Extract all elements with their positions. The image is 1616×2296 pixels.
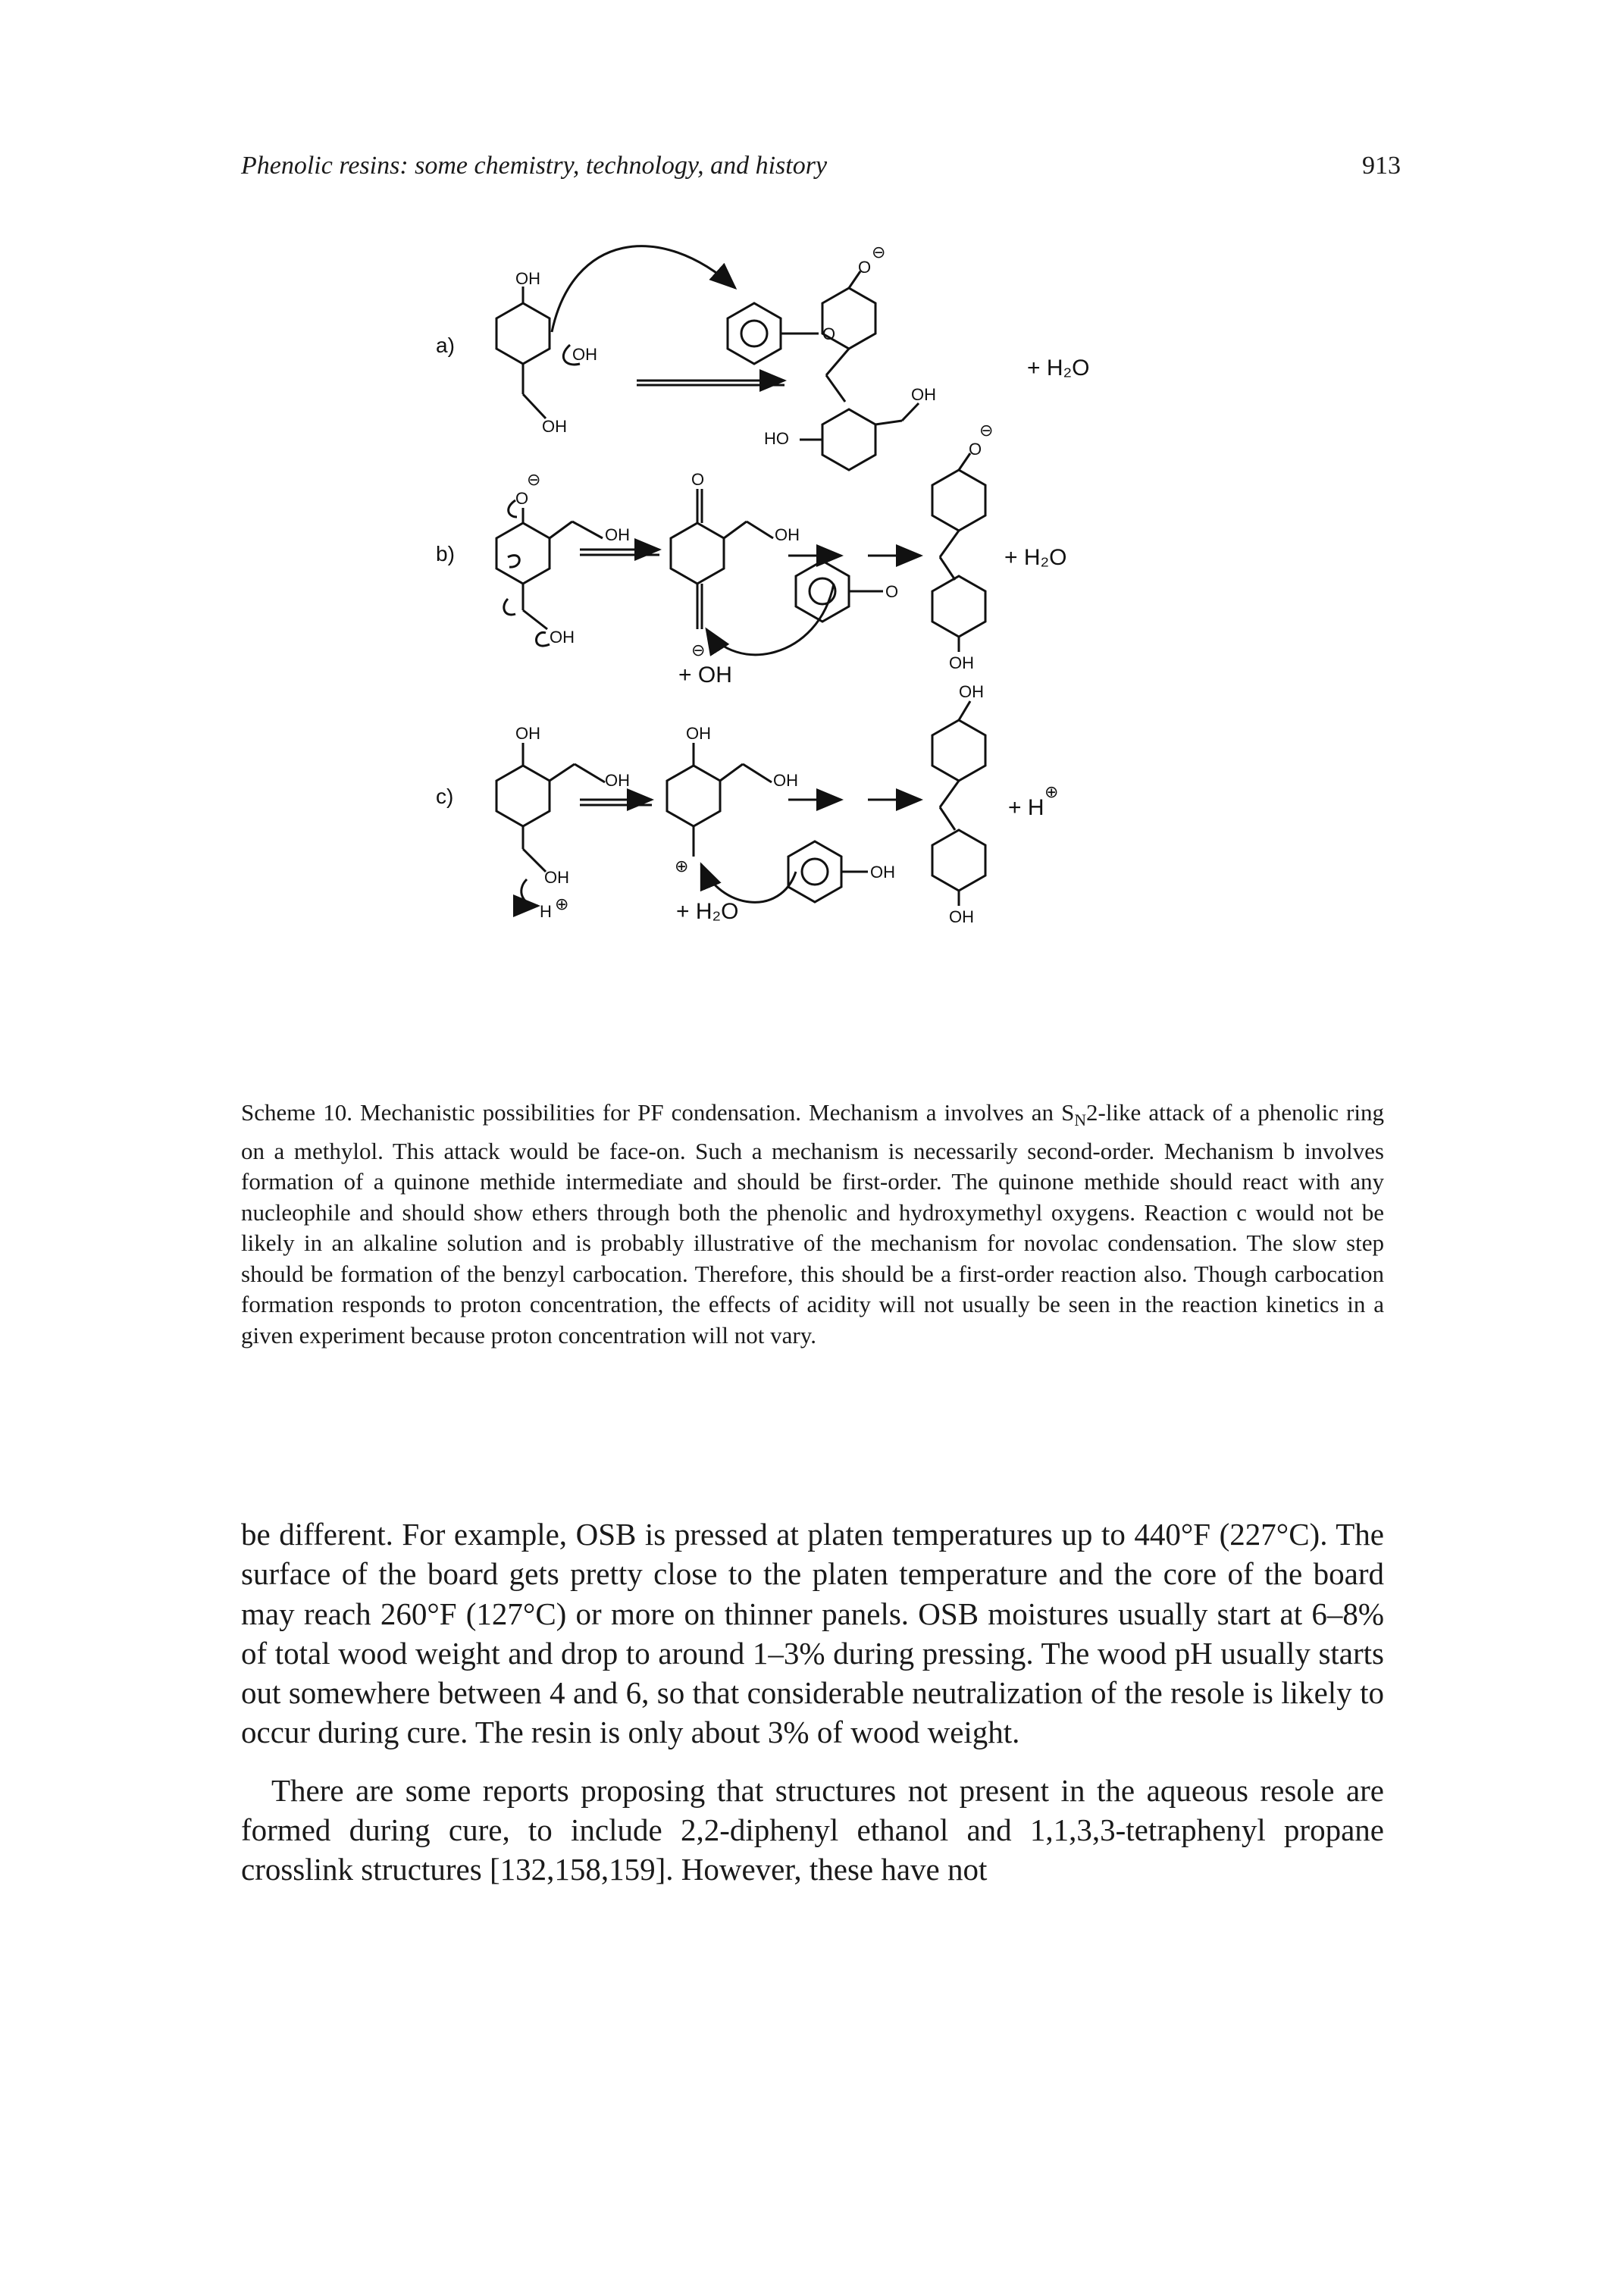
plus-h2o-a: + H₂O (1027, 356, 1090, 381)
product-ring-b-top (931, 468, 987, 532)
oh-c2: OH (605, 771, 630, 790)
ho-a: HO (764, 429, 789, 448)
oh-c8: OH (949, 907, 974, 926)
phenoxide-ring-b (495, 522, 551, 585)
oh-c5: OH (773, 771, 798, 790)
o-a-product: O (858, 258, 871, 277)
running-title: Phenolic resins: some chemistry, technol… (241, 152, 828, 180)
plus-h-c: + H (1008, 795, 1044, 820)
product-ring-b-bottom (931, 575, 987, 638)
oh-b3: OH (775, 525, 800, 544)
phenol-ring-c (495, 764, 551, 828)
reaction-scheme-drawing: a) OH OH OH O O ⊖ HO OH + H₂O b) O ⊖ OH … (436, 243, 1090, 926)
caption-rest: 2-like attack of a phenolic ring on a me… (241, 1099, 1384, 1348)
caption-lead: Scheme 10. Mechanistic possibilities for… (241, 1099, 1075, 1126)
minus-a: ⊖ (872, 243, 885, 262)
body-paragraph-1: be different. For example, OSB is presse… (241, 1517, 1384, 1750)
oh-a4: OH (911, 385, 936, 404)
o-b1: O (515, 489, 528, 508)
benzyl-carbocation-ring (666, 764, 722, 828)
oh-c1: OH (515, 724, 540, 743)
reaction-scheme: a) OH OH OH O O ⊖ HO OH + H₂O b) O ⊖ OH … (409, 205, 1228, 1099)
product-ring-c-top (931, 719, 987, 782)
oh-b1: OH (605, 525, 630, 544)
label-c: c) (436, 785, 453, 808)
label-a: a) (436, 334, 455, 357)
product-ring-c-bottom (931, 829, 987, 892)
plus-oh-b: + OH (678, 662, 732, 688)
running-head: Phenolic resins: some chemistry, technol… (241, 152, 1401, 190)
oh-c7: OH (959, 682, 984, 701)
oh-c6: OH (870, 863, 895, 882)
h-c: H (540, 902, 552, 921)
curved-arrow-a1 (550, 245, 738, 333)
plus-h2o-b: + H₂O (1004, 545, 1067, 570)
curved-arrow-b (705, 583, 835, 656)
plus-c1: ⊕ (555, 894, 568, 913)
oh-a2: OH (572, 345, 597, 364)
oh-b4: OH (949, 653, 974, 672)
oh-c3: OH (544, 868, 569, 887)
o-b4: O (969, 440, 982, 459)
minus-b3: ⊖ (979, 421, 993, 440)
curved-arrow-a2 (562, 343, 581, 366)
phenol-ring-c-attack (787, 840, 843, 904)
oh-c4: OH (686, 724, 711, 743)
caption-subscript: N (1074, 1111, 1086, 1130)
plus-h2o-c: + H₂O (676, 899, 739, 924)
o-b3: O (885, 582, 898, 601)
o-b2: O (691, 470, 704, 489)
phenol-ring-a (495, 302, 551, 365)
product-ring-a-bottom (821, 408, 877, 471)
oh-a1: OH (515, 269, 540, 288)
oh-b2: OH (550, 628, 575, 647)
oh-a3: OH (542, 417, 567, 436)
plus-c3: ⊕ (1044, 782, 1058, 801)
curved-arrow-c (700, 862, 797, 904)
quinone-methide-ring (669, 522, 725, 585)
o-a: O (822, 324, 835, 343)
plus-c2: ⊕ (675, 857, 688, 875)
body-paragraph-2: There are some reports proposing that st… (241, 1772, 1384, 1887)
minus-b1: ⊖ (527, 470, 540, 489)
page-number: 913 (1362, 152, 1401, 180)
minus-b2: ⊖ (691, 641, 705, 659)
label-b: b) (436, 542, 455, 565)
scheme-caption: Scheme 10. Mechanistic possibilities for… (241, 1098, 1384, 1351)
body-text: be different. For example, OSB is presse… (241, 1514, 1384, 1890)
phenoxide-ring-a (726, 302, 782, 365)
